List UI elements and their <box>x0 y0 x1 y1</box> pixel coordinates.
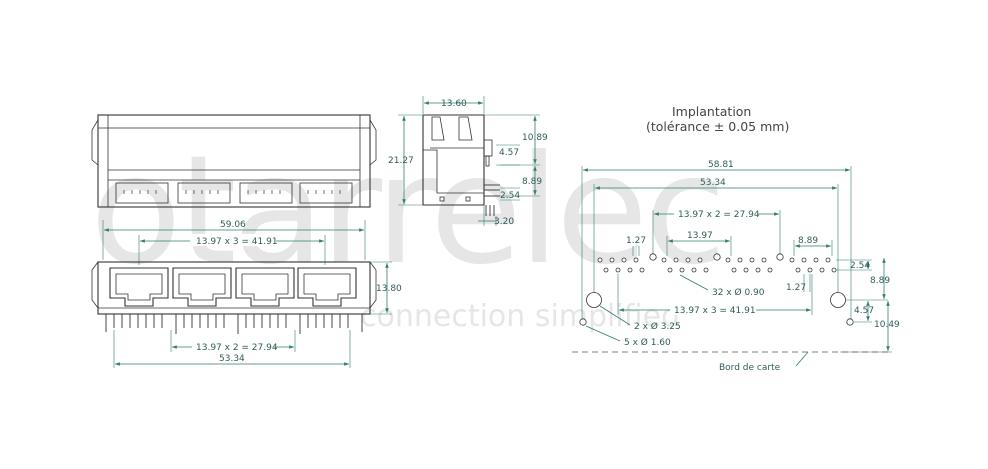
dim-side-depth: 13.60 <box>422 96 485 114</box>
dim-front-height-label: 13.80 <box>376 284 402 294</box>
dim-front-pitch-bottom: 13.97 x 2 = 27.94 <box>170 330 296 353</box>
dim-fp-width: 53.34 <box>593 178 839 298</box>
board-edge: Bord de carte <box>572 351 892 373</box>
dim-front-width-bottom: 53.34 <box>113 330 351 368</box>
dim-fp-8-89-right: 8.89 <box>846 258 890 301</box>
callout-holes-med: 5 x Ø 1.60 <box>585 325 671 348</box>
dim-front-height: 13.80 <box>370 261 402 315</box>
dim-side-2-54: 2.54 <box>500 187 520 201</box>
dim-fp-overall: 58.81 <box>581 160 852 322</box>
dim-fp-2-54: 2.54 <box>836 259 872 271</box>
callout-holes-big-label: 2 x Ø 3.25 <box>634 321 681 332</box>
dim-side-2-54-label: 2.54 <box>500 191 520 201</box>
dim-front-pitch-top-label: 13.97 x 3 = 41.91 <box>196 237 278 247</box>
dim-side-3-20: 3.20 <box>478 205 514 227</box>
dim-side-4-57: 4.57 <box>496 144 520 166</box>
dim-front-pitch-bottom-label: 13.97 x 2 = 27.94 <box>196 343 278 353</box>
dim-side-height-label: 21.27 <box>388 156 414 166</box>
footprint-holes <box>579 253 854 326</box>
board-edge-label: Bord de carte <box>719 363 781 373</box>
front-view-ports <box>91 261 377 334</box>
dim-side-3-20-label: 3.20 <box>494 217 514 227</box>
dim-front-width-bottom-label: 53.34 <box>219 354 245 364</box>
dim-front-width-overall-label: 59.06 <box>220 220 246 230</box>
watermark-brand: otarrelec <box>90 124 723 298</box>
dim-fp-1-27-top: 1.27 <box>626 236 646 256</box>
dim-fp-4-57: 4.57 <box>854 301 874 323</box>
dim-fp-overall-label: 58.81 <box>708 160 734 170</box>
callout-holes-small: 32 x Ø 0.90 <box>679 274 765 298</box>
callout-holes-med-label: 5 x Ø 1.60 <box>624 337 671 348</box>
dim-side-8-89: 8.89 <box>500 166 542 197</box>
dim-fp-10-49-label: 10.49 <box>874 320 900 330</box>
dim-fp-pitch-1-label: 13.97 <box>687 231 713 241</box>
dim-fp-pitch-3-label: 13.97 x 3 = 41.91 <box>674 306 756 316</box>
dim-side-8-89-label: 8.89 <box>522 177 542 187</box>
dim-front-pitch-top: 13.97 x 3 = 41.91 <box>138 234 326 265</box>
dim-front-width-overall: 59.06 <box>102 220 366 260</box>
dim-fp-2-54-label: 2.54 <box>850 261 870 271</box>
dim-side-depth-label: 13.60 <box>441 99 467 109</box>
footprint-title-line1: Implantation <box>672 104 751 119</box>
dim-fp-width-label: 53.34 <box>700 178 726 188</box>
front-view-top <box>91 114 377 208</box>
footprint-title: Implantation (tolérance ± 0.05 mm) <box>646 104 789 134</box>
dim-fp-pitch-3: 13.97 x 3 = 41.91 <box>617 274 813 316</box>
dim-side-10-89-label: 10.89 <box>522 133 548 143</box>
dim-fp-8-89-top: 8.89 <box>793 236 833 256</box>
dim-fp-1-27-top-label: 1.27 <box>626 236 646 246</box>
callout-holes-big: 2 x Ø 3.25 <box>599 305 681 332</box>
dim-fp-pitch-2: 13.97 x 2 = 27.94 <box>652 207 781 256</box>
dim-fp-1-27-bottom: 1.27 <box>786 274 811 293</box>
dim-fp-pitch-2-label: 13.97 x 2 = 27.94 <box>678 210 760 220</box>
dim-side-4-57-label: 4.57 <box>499 148 519 158</box>
dim-fp-pitch-1: 13.97 <box>666 231 732 256</box>
dim-fp-1-27-bottom-label: 1.27 <box>786 283 806 293</box>
footprint-title-line2: (tolérance ± 0.05 mm) <box>646 119 789 134</box>
callout-holes-small-label: 32 x Ø 0.90 <box>712 287 765 298</box>
dim-fp-8-89-top-label: 8.89 <box>798 236 818 246</box>
dim-fp-8-89-right-label: 8.89 <box>870 276 890 286</box>
watermark: otarrelec connection simplified <box>90 124 727 334</box>
dim-fp-4-57-label: 4.57 <box>854 306 874 316</box>
dim-side-height: 21.27 <box>388 114 422 206</box>
watermark-tagline: connection simplified <box>360 299 680 334</box>
